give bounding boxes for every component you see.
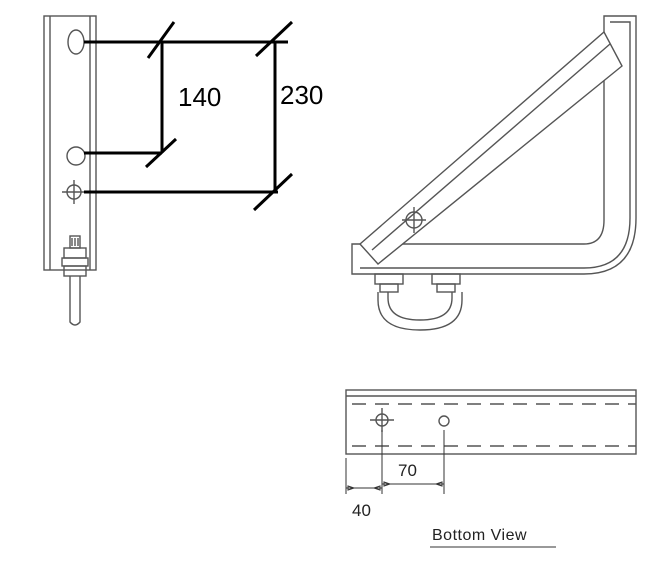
mounting-plate: [43, 15, 97, 271]
bottom-crosshair-hole: [370, 408, 394, 432]
front-plate-view: 140 230: [43, 15, 323, 326]
strut-crosshair-hole: [402, 207, 426, 233]
dimension-230-label: 230: [280, 80, 323, 110]
bottom-view-caption: Bottom View: [432, 527, 527, 544]
bottom-view: 70 40 Bottom View: [345, 389, 637, 548]
hole-middle: [66, 146, 86, 166]
u-bolt-nuts: [374, 273, 461, 293]
bolt-assembly: [61, 235, 89, 326]
dimension-140-label: 140: [178, 82, 221, 112]
slot-hole-top: [67, 29, 85, 55]
dimension-70-label: 70: [398, 461, 417, 480]
side-bracket-view: [351, 15, 637, 331]
bracket-outline: [351, 15, 637, 275]
bottom-plate: [345, 389, 637, 455]
dimension-40-label: 40: [352, 501, 371, 520]
u-bolt: [377, 292, 463, 331]
bottom-round-hole: [438, 415, 450, 427]
crosshair-hole: [62, 180, 86, 204]
